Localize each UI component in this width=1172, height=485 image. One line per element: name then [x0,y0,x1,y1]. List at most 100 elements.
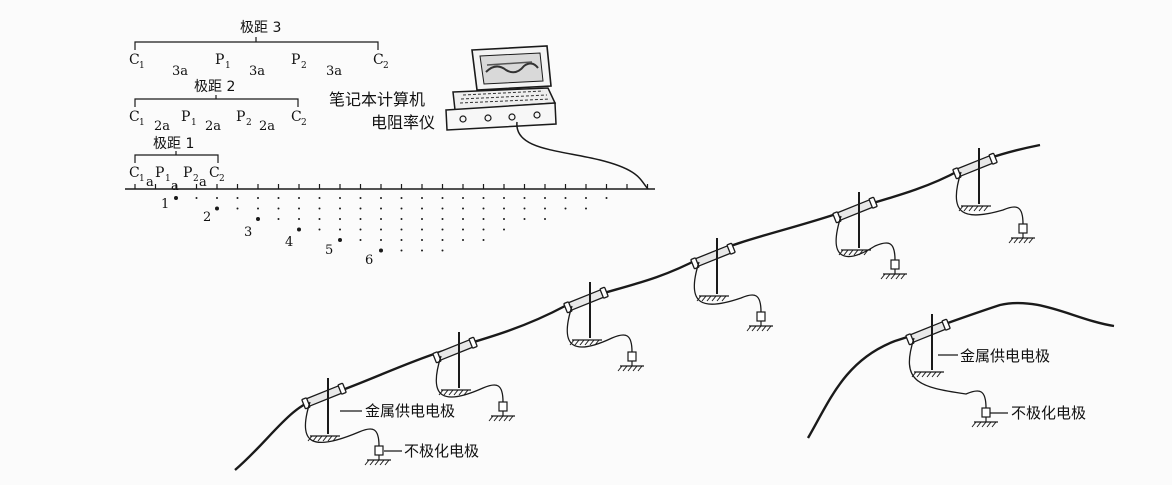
main-cable [234,143,1041,471]
pseudosection-point [298,218,300,220]
pseudosection-point [400,207,403,210]
electrode-unit [905,314,998,428]
p1-label: P [155,165,164,181]
pseudosection-point [503,207,505,210]
pseudosection-point [441,218,444,220]
electrode-unit [690,238,773,332]
pseudosection-point [482,197,485,199]
nonpolarizing-electrode [981,407,991,418]
pseudosection-point [503,218,505,220]
svg-text:2: 2 [301,118,307,128]
depth-label-6: 6 [365,253,373,268]
pseudosection-point [236,197,239,199]
nonpolarizing-electrode-label-main: 不极化电极 [404,442,479,460]
electrode-unit [301,378,391,466]
cable-connector [432,336,478,364]
svg-text:2: 2 [301,61,307,71]
nonpolarizing-electrode [374,445,384,456]
spacing-row-1: 极距 1 C 1 P 1 P 2 C 2 a a a [129,136,225,194]
c1-label: C [129,109,140,125]
pseudosection-point [462,197,464,199]
pseudosection-point [339,228,341,231]
pseudosection-point [523,197,526,199]
pseudosection-point [441,197,444,199]
nonpolarizing-electrode [627,351,637,362]
callouts: 金属供电电极 不极化电极 金属供电电极 不极化电极 [340,347,1086,460]
pseudosection-point [339,218,341,220]
depth-label-3: 3 [244,225,252,240]
p1-label: P [215,52,224,68]
pseudosection-point [462,218,464,220]
electrode-lead [435,355,504,403]
detail-inset [806,301,1115,439]
pseudosection-point [482,228,485,231]
pseudosection-point [605,197,608,199]
svg-text:a: a [171,179,179,194]
pseudosection-point [379,248,383,253]
spacing-schematic: 极距 3 C 1 P 1 P 2 C 2 3a 3a 3a 极距 2 C 1 P… [125,20,655,268]
electrode-unit [952,148,1035,244]
pseudosection-point [216,197,218,199]
laptop-label: 笔记本计算机 [329,90,425,109]
svg-text:3a: 3a [326,64,342,79]
pseudosection-point [380,207,382,210]
pseudosection-point [380,228,382,231]
pseudosection-point [380,239,382,241]
pseudosection-point [400,228,403,231]
svg-text:3a: 3a [249,64,265,79]
pseudosection-point [298,207,300,210]
svg-text:2a: 2a [259,119,275,134]
pseudosection-point [318,228,321,231]
pseudosection-point [257,197,259,199]
c2-label: C [373,52,384,68]
depth-label-2: 2 [203,210,211,225]
meter-label: 电阻率仪 [371,113,435,132]
pseudosection-point [441,239,444,241]
pseudosection-point [359,239,362,241]
pseudosection-point [482,207,485,210]
p2-label: P [183,165,192,181]
pseudosection-point [359,207,362,210]
pseudosection-point [236,207,239,210]
pseudosection-points [174,196,608,253]
electrode-lead [955,171,1024,225]
svg-text:2: 2 [219,174,225,184]
cable-connector [690,242,736,270]
pseudosection-point [318,197,321,199]
pseudosection-point [523,218,526,220]
cable-connector [952,152,998,180]
pseudosection-point [482,239,485,241]
electrode-lead [693,261,762,313]
pseudosection-point [523,207,526,210]
spacing-2-title: 极距 2 [194,79,235,95]
electrode-lead [304,401,380,447]
pseudosection-point [421,218,423,220]
nonpolarizing-electrode [498,401,508,412]
svg-text:a: a [146,175,154,190]
pseudosection-point [564,197,567,199]
electrode-ticks [134,184,649,189]
pseudosection-point [421,197,423,199]
pseudosection-point [257,207,259,210]
svg-text:3a: 3a [172,64,188,79]
pseudosection-point [215,206,219,211]
main-cable-array [234,143,1041,471]
cable-connector [563,286,609,314]
pseudosection-point [441,249,444,252]
spacing-row-3: 极距 3 C 1 P 1 P 2 C 2 3a 3a 3a [129,20,389,79]
meter-cable [516,121,649,190]
c2-label: C [291,109,302,125]
spacing-1-title: 极距 1 [153,136,194,152]
nonpolarizing-electrode-label-inset: 不极化电极 [1011,404,1086,422]
pseudosection-point [441,207,444,210]
c1-label: C [129,52,140,68]
pseudosection-point [482,218,485,220]
cable-connector [832,196,878,224]
electrode-lead [566,305,633,353]
metal-electrode-label-main: 金属供电电极 [365,402,455,420]
pseudosection-point [400,218,403,220]
pseudosection-point [195,197,198,199]
c1-label: C [129,165,140,181]
svg-text:1: 1 [191,118,197,128]
pseudosection-point [380,197,382,199]
